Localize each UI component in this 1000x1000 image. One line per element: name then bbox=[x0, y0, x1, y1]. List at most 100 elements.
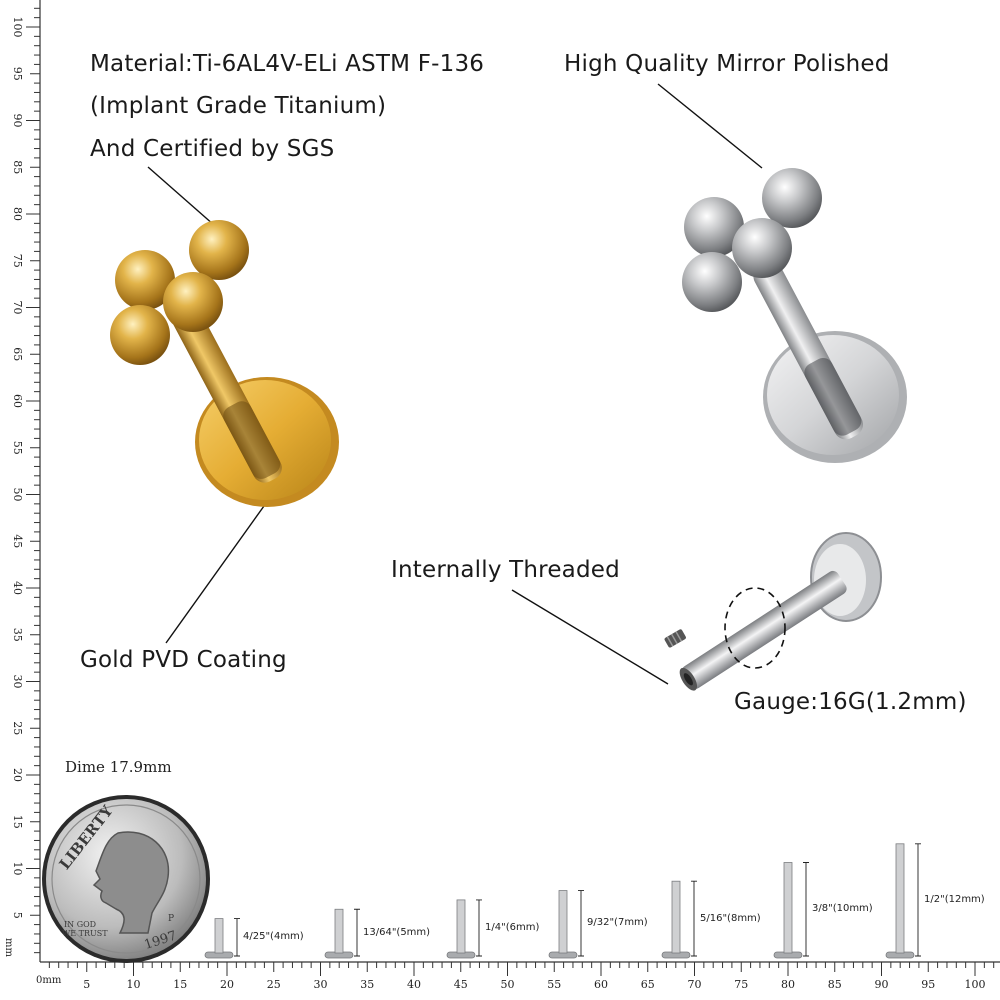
mirror-callout: High Quality Mirror Polished bbox=[564, 51, 890, 77]
silver-ball-bottom bbox=[682, 252, 742, 312]
horizontal-ruler-label: 45 bbox=[454, 978, 468, 991]
size-post bbox=[446, 899, 482, 959]
material-callout-line1: Material:Ti-6AL4V-ELi ASTM F-136 bbox=[90, 51, 485, 77]
silver-ball-top bbox=[762, 168, 822, 228]
vertical-ruler-label: 50 bbox=[11, 488, 24, 502]
horizontal-ruler-label: 70 bbox=[688, 978, 702, 991]
threaded-screw-icon bbox=[664, 629, 686, 648]
threaded-callout: Internally Threaded bbox=[391, 557, 620, 583]
size-dimension-line bbox=[234, 918, 240, 957]
gold-post bbox=[172, 304, 282, 483]
vertical-ruler-label: 85 bbox=[11, 160, 24, 174]
horizontal-ruler-label: 30 bbox=[314, 978, 328, 991]
horizontal-ruler-label: 25 bbox=[267, 978, 281, 991]
size-post bbox=[773, 862, 809, 959]
size-dimension-line bbox=[803, 862, 809, 957]
size-post bbox=[548, 890, 584, 959]
gold-ball-top bbox=[189, 220, 249, 280]
horizontal-ruler-label: 95 bbox=[921, 978, 935, 991]
roosevelt-portrait-icon bbox=[92, 831, 170, 934]
size-label: 1/4"(6mm) bbox=[485, 921, 540, 933]
size-label: 13/64"(5mm) bbox=[363, 926, 431, 938]
size-post bbox=[661, 880, 697, 959]
size-label: 5/16"(8mm) bbox=[700, 912, 761, 924]
horizontal-ruler-label: 75 bbox=[734, 978, 748, 991]
vertical-ruler-label: 20 bbox=[11, 768, 24, 782]
horizontal-ruler-label: 80 bbox=[781, 978, 795, 991]
dime-label: Dime 17.9mm bbox=[65, 758, 172, 776]
silver-post bbox=[753, 261, 864, 440]
gold-callout: Gold PVD Coating bbox=[80, 647, 287, 673]
vertical-ruler-label: 25 bbox=[11, 721, 24, 735]
size-post bbox=[204, 918, 240, 959]
horizontal-ruler-label: 35 bbox=[360, 978, 374, 991]
size-dimension-line bbox=[915, 843, 921, 957]
vertical-ruler-label: 70 bbox=[11, 301, 24, 315]
dime-mint-mark: P bbox=[168, 914, 174, 924]
gauge-dashed-ellipse bbox=[724, 587, 786, 669]
horizontal-ruler-label: 90 bbox=[875, 978, 889, 991]
vertical-ruler-label: 90 bbox=[11, 114, 24, 128]
gold-labret-stud bbox=[110, 220, 339, 507]
size-dimension-line bbox=[354, 908, 360, 957]
size-label: 9/32"(7mm) bbox=[587, 917, 648, 929]
size-post-shaft bbox=[671, 880, 681, 954]
threaded-post-detail bbox=[664, 532, 882, 691]
material-leader-line bbox=[147, 166, 215, 226]
size-label: 3/8"(10mm) bbox=[812, 903, 873, 915]
mirror-leader-line bbox=[657, 83, 763, 169]
gold-ball-center bbox=[163, 272, 223, 332]
silver-ball-center bbox=[732, 218, 792, 278]
horizontal-ruler-label: 85 bbox=[828, 978, 842, 991]
material-callout-line2: (Implant Grade Titanium) bbox=[90, 93, 387, 119]
threaded-leader-line bbox=[511, 589, 669, 685]
horizontal-ruler-label: 100 bbox=[965, 978, 986, 991]
dime-motto-line2: WE TRUST bbox=[62, 929, 108, 938]
horizontal-ruler-label: 65 bbox=[641, 978, 655, 991]
vertical-ruler-label: 10 bbox=[11, 862, 24, 876]
vertical-ruler-label: 65 bbox=[11, 347, 24, 361]
dime-coin: LIBERTY IN GOD WE TRUST 1997 P bbox=[42, 795, 210, 963]
vertical-ruler-label: 75 bbox=[11, 254, 24, 268]
vertical-ruler-label: 45 bbox=[11, 534, 24, 548]
silver-labret-stud bbox=[682, 168, 907, 463]
horizontal-ruler-label: 40 bbox=[407, 978, 421, 991]
size-post bbox=[324, 908, 360, 959]
horizontal-ruler-label: 5 bbox=[83, 978, 90, 991]
horizontal-ruler-label: 55 bbox=[547, 978, 561, 991]
vertical-ruler-label: 55 bbox=[11, 441, 24, 455]
size-dimension-line bbox=[691, 880, 697, 957]
vertical-ruler-label: 95 bbox=[11, 67, 24, 81]
vertical-ruler-label: 80 bbox=[11, 207, 24, 221]
vertical-ruler-label: 15 bbox=[11, 815, 24, 829]
material-callout-line3: And Certified by SGS bbox=[90, 136, 335, 162]
horizontal-ruler-label: 20 bbox=[220, 978, 234, 991]
vertical-ruler-label: 40 bbox=[11, 581, 24, 595]
horizontal-ruler-label: 50 bbox=[501, 978, 515, 991]
horizontal-ruler-unit: 0mm bbox=[36, 975, 62, 986]
vertical-ruler-label: 100 bbox=[11, 17, 24, 38]
gold-leader-line bbox=[165, 505, 265, 644]
vertical-ruler-label: 60 bbox=[11, 394, 24, 408]
gold-ball-left bbox=[115, 250, 175, 310]
size-post bbox=[885, 843, 921, 959]
size-post-shaft bbox=[783, 862, 793, 954]
silver-ball-left bbox=[684, 197, 744, 257]
size-dimension-line bbox=[578, 890, 584, 957]
post-shaft bbox=[679, 570, 847, 691]
vertical-ruler-label: 30 bbox=[11, 675, 24, 689]
vertical-ruler-label: 35 bbox=[11, 628, 24, 642]
size-label: 4/25"(4mm) bbox=[243, 931, 304, 943]
size-dimension-line bbox=[476, 899, 482, 957]
size-label: 1/2"(12mm) bbox=[924, 893, 985, 905]
dime-motto-line1: IN GOD bbox=[64, 920, 96, 929]
size-post-shaft bbox=[558, 890, 568, 954]
gauge-callout: Gauge:16G(1.2mm) bbox=[734, 689, 967, 715]
size-post-shaft bbox=[895, 843, 905, 954]
vertical-ruler-label: 5 bbox=[11, 912, 24, 919]
gold-ball-bottom bbox=[110, 305, 170, 365]
